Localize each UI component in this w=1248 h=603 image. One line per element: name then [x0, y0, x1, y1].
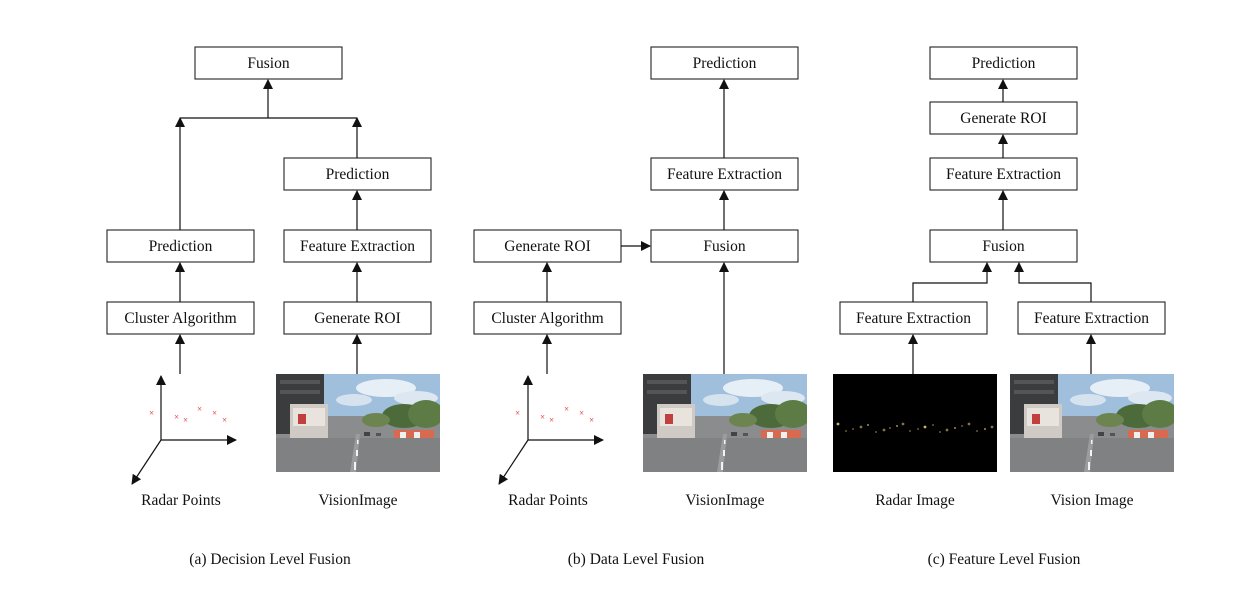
fusion-box-label: Fusion — [703, 238, 745, 255]
radar-point: × — [174, 412, 179, 422]
cluster-algorithm-box-label: Cluster Algorithm — [124, 310, 236, 327]
radar-glint — [945, 428, 949, 432]
radar-image-label: Radar Image — [875, 492, 955, 509]
feature-extraction-right-box-label: Feature Extraction — [1034, 310, 1149, 327]
prediction-box-label: Prediction — [693, 55, 757, 72]
prediction-box — [650, 46, 799, 80]
vision-image-label: VisionImage — [318, 492, 397, 509]
feature-extraction-right-box — [1017, 301, 1166, 335]
radar-glint — [882, 428, 886, 432]
radar-point: × — [549, 415, 554, 425]
arrow-right-feature-to-fusion — [1014, 262, 1092, 302]
radar-glint — [990, 425, 994, 429]
radar-point: × — [564, 404, 569, 414]
feature-extraction-top-box — [929, 157, 1078, 191]
radar-glint — [984, 428, 986, 430]
radar-glint — [859, 425, 863, 429]
cluster-algorithm-box — [473, 301, 622, 335]
panel-a-decision-level-fusion: Fusion Prediction Prediction Feature Ext… — [106, 46, 440, 568]
radar-glint — [917, 428, 919, 430]
radar-glint — [875, 431, 877, 433]
vision-image-label: VisionImage — [685, 492, 764, 509]
generate-roi-box — [473, 229, 622, 263]
prediction-box — [929, 46, 1078, 80]
radar-glint — [976, 430, 978, 432]
panel-c-feature-level-fusion: Prediction Generate ROI Feature Extracti… — [833, 46, 1174, 568]
radar-point: × — [589, 415, 594, 425]
caption-a: (a) Decision Level Fusion — [189, 551, 351, 568]
cluster-algorithm-box-label: Cluster Algorithm — [491, 310, 603, 327]
radar-glint — [967, 422, 971, 426]
radar-point: × — [540, 412, 545, 422]
caption-c: (c) Feature Level Fusion — [928, 551, 1081, 568]
feature-extraction-left-box-label: Feature Extraction — [856, 310, 971, 327]
prediction-box-left-label: Prediction — [149, 238, 213, 255]
radar-point: × — [183, 415, 188, 425]
radar-point: × — [212, 408, 217, 418]
generate-roi-box-label: Generate ROI — [314, 310, 401, 327]
feature-extraction-top-box-label: Feature Extraction — [946, 166, 1061, 183]
fusion-box-label: Fusion — [247, 55, 289, 72]
axis-y — [131, 439, 162, 485]
radar-points-label: Radar Points — [508, 492, 588, 509]
vision-image — [276, 374, 440, 472]
radar-glint — [896, 425, 898, 427]
radar-points-label: Radar Points — [141, 492, 221, 509]
radar-glint — [909, 430, 911, 432]
radar-glint — [961, 425, 963, 427]
panel-b-data-level-fusion: Prediction Feature Extraction Generate R… — [473, 46, 807, 568]
radar-glint — [852, 428, 854, 430]
radar-glint — [923, 425, 927, 429]
radar-glint — [901, 422, 905, 426]
feature-extraction-box-label: Feature Extraction — [667, 166, 782, 183]
vision-image — [1010, 374, 1174, 472]
radar-glint — [954, 427, 956, 429]
fusion-box — [194, 46, 343, 80]
fusion-box — [650, 229, 799, 263]
feature-extraction-box-label: Feature Extraction — [300, 238, 415, 255]
axis-y — [498, 439, 529, 485]
radar-glint — [889, 427, 891, 429]
generate-roi-box-label: Generate ROI — [960, 110, 1047, 127]
radar-point: × — [149, 408, 154, 418]
prediction-box-right — [283, 157, 432, 191]
generate-roi-box — [283, 301, 432, 335]
radar-glint — [939, 431, 941, 433]
radar-points-plot: × × × × × × — [498, 375, 604, 485]
caption-b: (b) Data Level Fusion — [568, 551, 705, 568]
generate-roi-box — [929, 101, 1078, 135]
radar-points-plot: × × × × × × — [131, 375, 237, 485]
radar-point: × — [515, 408, 520, 418]
radar-glint — [845, 430, 847, 432]
radar-glint — [932, 424, 934, 426]
vision-image — [643, 374, 807, 472]
arrow-left-feature-to-fusion — [912, 262, 992, 302]
fusion-box-label: Fusion — [982, 238, 1024, 255]
feature-extraction-box — [283, 229, 432, 263]
vision-image-label: Vision Image — [1050, 492, 1133, 509]
radar-point: × — [222, 415, 227, 425]
radar-glint — [867, 424, 869, 426]
generate-roi-box-label: Generate ROI — [504, 238, 591, 255]
radar-point: × — [197, 404, 202, 414]
radar-glint — [836, 422, 840, 426]
feature-extraction-left-box — [839, 301, 988, 335]
radar-point: × — [579, 408, 584, 418]
radar-image — [833, 374, 997, 472]
prediction-box-right-label: Prediction — [326, 166, 390, 183]
prediction-box-label: Prediction — [972, 55, 1036, 72]
